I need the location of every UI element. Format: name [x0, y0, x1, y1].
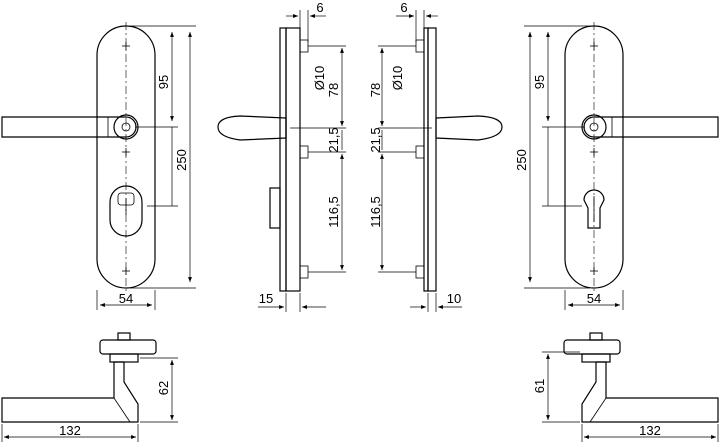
dim-mid-to-bottom-left: 116,5 [326, 196, 341, 228]
dim-plate-thickness-right: 10 [447, 291, 461, 306]
lever-front-left [1, 114, 139, 140]
dim-plate-thickness-left: 15 [259, 291, 273, 306]
lever-top-view-left: 62 132 [1, 332, 178, 442]
front-view-right: 95 250 54 [514, 22, 719, 310]
lever-side-right [435, 115, 503, 141]
dim-total-height-left: 250 [174, 149, 189, 171]
lever-side-left [217, 115, 287, 141]
dim-lever-length-left: 132 [59, 423, 81, 438]
latch-block [269, 187, 281, 229]
dim-lever-offset-left: 6 [316, 0, 323, 15]
dim-mid-to-bottom-right: 116,5 [368, 196, 383, 228]
lever-front-right [581, 114, 719, 140]
side-view-left: 6 Ø10 78 21,5 116,5 15 [217, 0, 346, 312]
dim-lever-height-left: 62 [156, 381, 171, 395]
dim-top-to-lever-left: 95 [156, 75, 171, 89]
dim-plate-width-left: 54 [119, 291, 133, 306]
front-view-left: 95 250 54 [1, 22, 196, 310]
dim-lever-length-right: 132 [639, 423, 661, 438]
side-plate-left [285, 27, 301, 292]
side-plate-right [427, 27, 437, 292]
dim-plate-width-right: 54 [587, 291, 601, 306]
dim-hole-to-lever-left: 78 [326, 83, 341, 97]
lever-arm-left [1, 361, 139, 423]
dim-total-height-right: 250 [514, 149, 529, 171]
dim-top-to-lever-right: 95 [532, 75, 547, 89]
dim-hole-to-lever-right: 78 [368, 83, 383, 97]
dim-lever-to-mid-right: 21,5 [368, 127, 383, 152]
lever-arm-right [581, 361, 719, 423]
dim-lever-to-mid-left: 21,5 [326, 127, 341, 152]
lever-top-view-right: 61 132 [532, 332, 719, 442]
dim-lever-offset-right: 6 [400, 0, 407, 15]
dim-lever-height-right: 61 [532, 379, 547, 393]
side-view-right: 6 78 Ø10 21,5 116,5 10 [368, 0, 503, 312]
dim-hole-diameter-right: Ø10 [390, 66, 405, 91]
dim-hole-diameter-left: Ø10 [312, 66, 327, 91]
